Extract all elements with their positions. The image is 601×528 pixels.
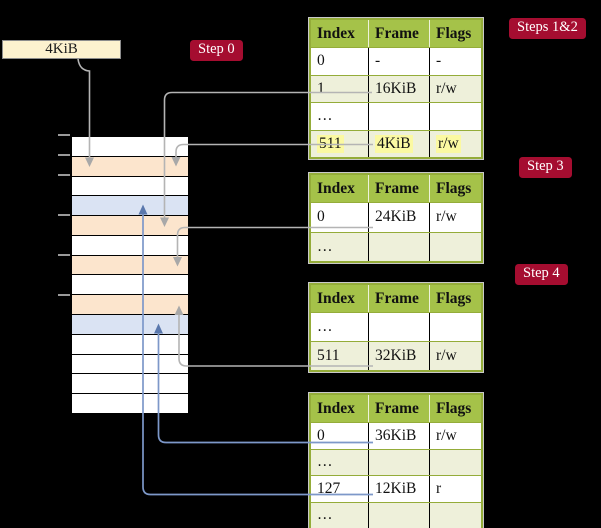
address-tick: [58, 174, 70, 176]
table-cell: …: [317, 318, 333, 335]
table-cell: 0: [317, 426, 325, 444]
column-header: Frame: [368, 20, 429, 47]
memory-row-orange: [72, 294, 188, 315]
address-tick: [58, 294, 70, 296]
table-cell: [368, 502, 429, 528]
badge-step-3: Step 3: [519, 157, 572, 178]
table-cell: …: [317, 237, 333, 255]
column-header: Frame: [368, 395, 429, 422]
column-header: Index: [317, 399, 355, 417]
table-cell: 511: [317, 347, 340, 364]
address-tick: [58, 154, 70, 156]
table-cell: r/w: [429, 75, 481, 102]
badge-steps-1-2: Steps 1&2: [509, 18, 586, 39]
table-cell: 32KiB: [368, 342, 429, 370]
address-tick: [58, 134, 70, 136]
table-cell: 0: [317, 208, 325, 226]
table-cell: r/w: [429, 423, 481, 449]
table-cell: r/w: [429, 130, 481, 157]
table-cell: r: [429, 476, 481, 502]
column-header: Index: [317, 289, 355, 307]
table-cell: [368, 449, 429, 475]
table-cell: [429, 502, 481, 528]
table-cell: [429, 313, 481, 341]
column-header: Flags: [429, 175, 481, 202]
address-tick: [58, 254, 70, 256]
table-cell: [429, 103, 481, 130]
table-cell: r/w: [429, 203, 481, 232]
memory-row-white: [72, 373, 188, 394]
table-row: …: [311, 102, 481, 130]
table-cell: 16KiB: [368, 75, 429, 102]
memory-row-orange: [72, 254, 188, 275]
column-header: Frame: [368, 175, 429, 202]
table-row: …: [311, 312, 481, 341]
table-cell: [368, 313, 429, 341]
memory-row-white: [72, 274, 188, 295]
table-cell: 4KiB: [368, 130, 429, 157]
table-cell: 24KiB: [368, 203, 429, 232]
frame-size-label: 4KiB: [2, 40, 121, 59]
table-cell: 1: [317, 79, 325, 97]
highlighted-value: 4KiB: [375, 134, 413, 153]
memory-column: [70, 135, 190, 415]
table-row: 0 --: [311, 47, 481, 75]
memory-row-blue: [72, 314, 188, 334]
table-cell: -: [368, 48, 429, 75]
table-row: …: [311, 501, 481, 528]
table-cell: [368, 232, 429, 261]
memory-row-white: [72, 353, 188, 374]
memory-row-blue: [72, 195, 188, 216]
column-header: Frame: [368, 285, 429, 312]
memory-row-white: [72, 333, 188, 354]
memory-row-white: [72, 234, 188, 255]
memory-row-orange: [72, 155, 188, 176]
column-header: Index: [317, 24, 355, 42]
column-header: Flags: [429, 395, 481, 422]
table-cell: [368, 103, 429, 130]
table-cell: r/w: [429, 342, 481, 370]
badge-step-4: Step 4: [515, 264, 568, 285]
table-cell: 0: [317, 52, 325, 70]
table-cell: …: [317, 107, 333, 125]
memory-row-white: [72, 175, 188, 196]
address-tick: [58, 214, 70, 216]
memory-row-orange: [72, 215, 188, 235]
table-cell: …: [317, 453, 333, 471]
table-cell: -: [429, 48, 481, 75]
table-cell: [429, 232, 481, 261]
column-header: Flags: [429, 285, 481, 312]
highlighted-value: r/w: [436, 134, 461, 153]
table-row: 511 4KiB r/w: [311, 129, 481, 158]
table-cell: 127: [317, 479, 341, 497]
table-cell: 12KiB: [368, 476, 429, 502]
column-header: Index: [317, 179, 355, 197]
memory-row-white: [72, 393, 188, 413]
table-cell: …: [317, 506, 333, 524]
table-row: …: [311, 448, 481, 475]
table-row: …: [311, 231, 481, 261]
memory-row-white: [72, 137, 188, 156]
badge-step-0: Step 0: [190, 40, 243, 61]
table-cell: 511: [311, 131, 368, 158]
column-header: Flags: [429, 20, 481, 47]
highlighted-value: 511: [317, 134, 344, 153]
table-cell: [429, 449, 481, 475]
table-cell: 36KiB: [368, 423, 429, 449]
